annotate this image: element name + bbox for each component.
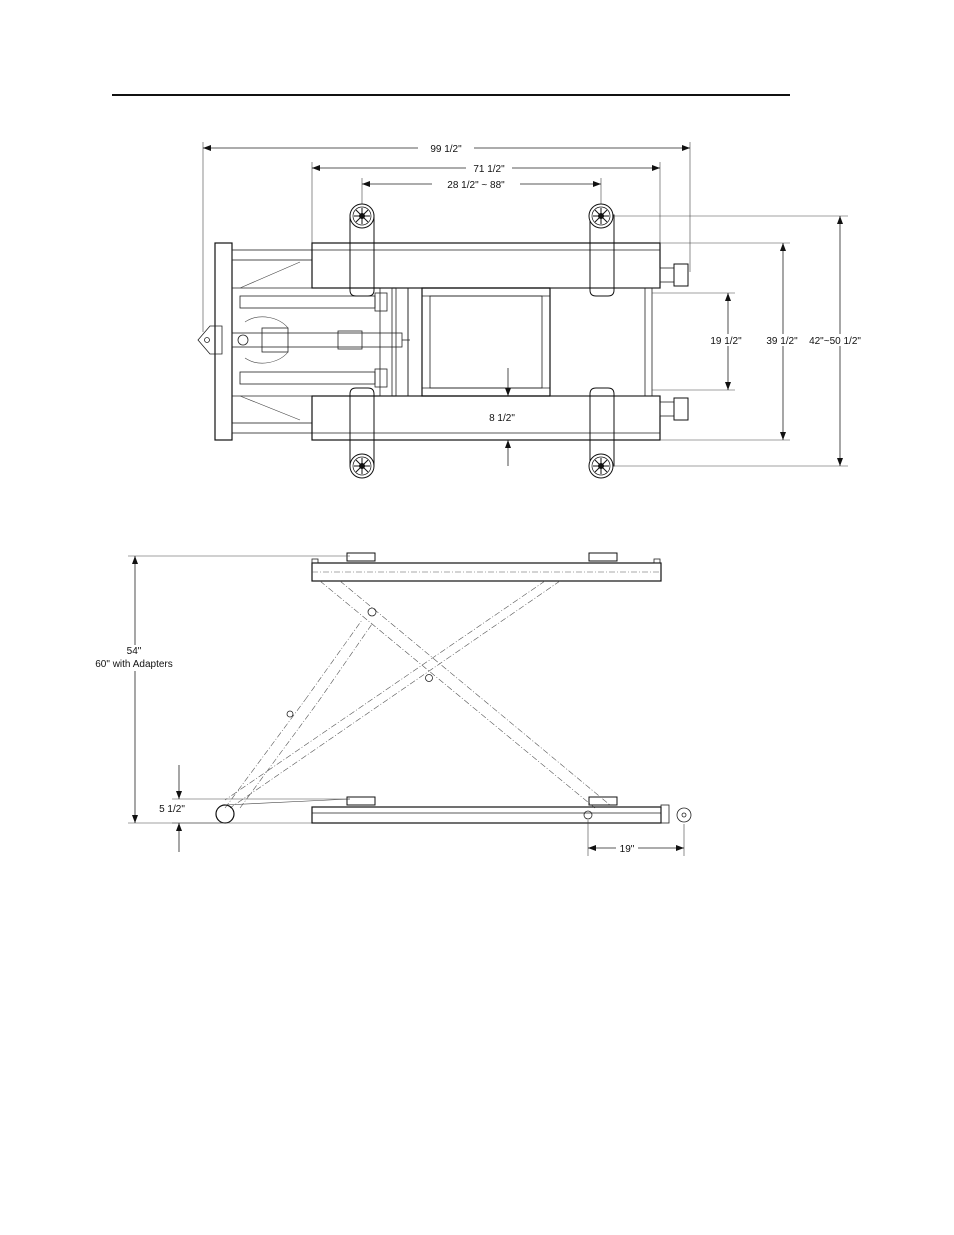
dim-pad-spread: 28 1/2" ~ 88" [447,180,505,191]
dim-pad-width: 42"~50 1/2" [809,336,861,347]
dim-inner-width: 19 1/2" [710,336,742,347]
base-frame [312,807,661,823]
dim-overall-length: 99 1/2" [430,144,462,155]
dim-tow-offset: 19" [620,844,635,855]
side-view: 54" 60" with Adapters 5 1/2" 19" [84,553,691,856]
lift-pad-icon [350,204,374,228]
top-view: 99 1/2" 71 1/2" 28 1/2" ~ 88" 19 1/2" 39… [198,142,866,478]
dim-frame-length: 71 1/2" [473,164,505,175]
dim-rail-width: 8 1/2" [489,413,515,424]
dim-frame-width: 39 1/2" [766,336,798,347]
lift-pad-icon [589,454,613,478]
dim-height-line2: 60" with Adapters [95,659,173,670]
dim-lowered-height: 5 1/2" [159,804,185,815]
lift-pad-icon [350,454,374,478]
lift-pad-icon [589,204,613,228]
center-frame [422,288,550,396]
dim-height-line1: 54" [127,646,142,657]
